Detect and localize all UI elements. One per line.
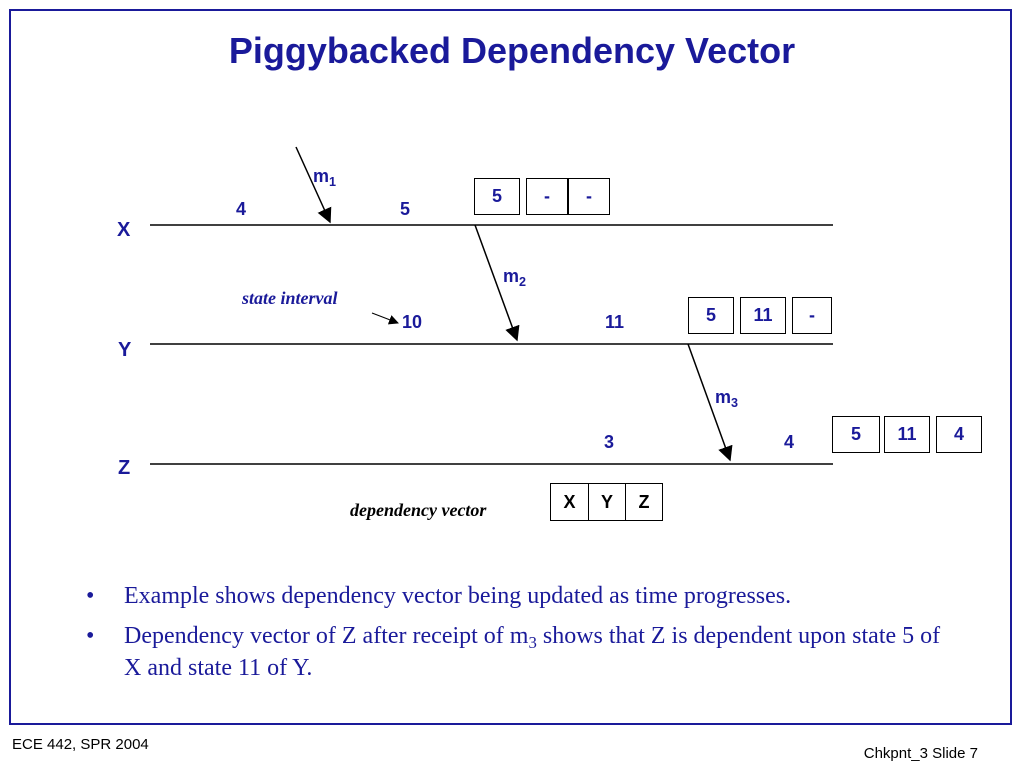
- footer-course: ECE 442, SPR 2004: [12, 736, 149, 753]
- m1-vector-cell-1: 5: [474, 178, 520, 215]
- legend-cell-x: X: [563, 491, 576, 512]
- slide-title: Piggybacked Dependency Vector: [228, 30, 796, 71]
- bullet-list: • Example shows dependency vector being …: [86, 580, 946, 692]
- message-label-m1: m1: [313, 166, 337, 189]
- state-y-after: 11: [605, 312, 625, 332]
- state-y-before: 10: [402, 312, 423, 332]
- state-z-after: 4: [784, 432, 795, 452]
- dependency-vector-note: dependency vector: [350, 500, 487, 520]
- process-label-z: Z: [118, 457, 131, 479]
- bullet-item-2: • Dependency vector of Z after receipt o…: [86, 620, 946, 684]
- bullet-text-2: Dependency vector of Z after receipt of …: [124, 623, 941, 681]
- state-x-after: 5: [400, 199, 411, 219]
- m2-vector-cell-1: 5: [688, 297, 734, 334]
- message-label-m2: m2: [503, 266, 527, 289]
- m3-vector-cell-1: 5: [832, 416, 880, 453]
- bullet-dot-icon: •: [86, 623, 95, 649]
- bullet-dot-icon: •: [86, 583, 95, 609]
- m1-vector-cell-2: -: [526, 178, 568, 215]
- process-label-x: X: [117, 219, 131, 241]
- bullet-text-1: Example shows dependency vector being up…: [124, 583, 792, 609]
- message-m3-arrow: [687, 343, 733, 462]
- slide-frame: [9, 9, 1012, 725]
- m1-vector-cell-3: -: [568, 178, 610, 215]
- m2-vector-cell-3: -: [792, 297, 832, 334]
- m2-vector-cell-2: 11: [740, 297, 786, 334]
- m3-vector-cell-3: 4: [936, 416, 982, 453]
- state-z-before: 3: [604, 432, 615, 452]
- dependency-vector-legend: X Y Z: [550, 483, 663, 521]
- footer-slide-number: Chkpnt_3 Slide 7: [863, 745, 978, 762]
- message-m2-arrow: [474, 224, 520, 342]
- process-label-y: Y: [118, 339, 132, 361]
- state-interval-note: state interval: [242, 288, 338, 308]
- state-x-before: 4: [236, 199, 247, 219]
- bullet-item-1: • Example shows dependency vector being …: [86, 580, 946, 612]
- state-interval-pointer: [371, 312, 399, 325]
- message-m1-arrow: [295, 146, 332, 224]
- legend-cell-z: Z: [625, 484, 662, 520]
- legend-cell-y: Y: [588, 484, 625, 520]
- m3-vector-cell-2: 11: [884, 416, 930, 453]
- message-label-m3: m3: [715, 387, 739, 410]
